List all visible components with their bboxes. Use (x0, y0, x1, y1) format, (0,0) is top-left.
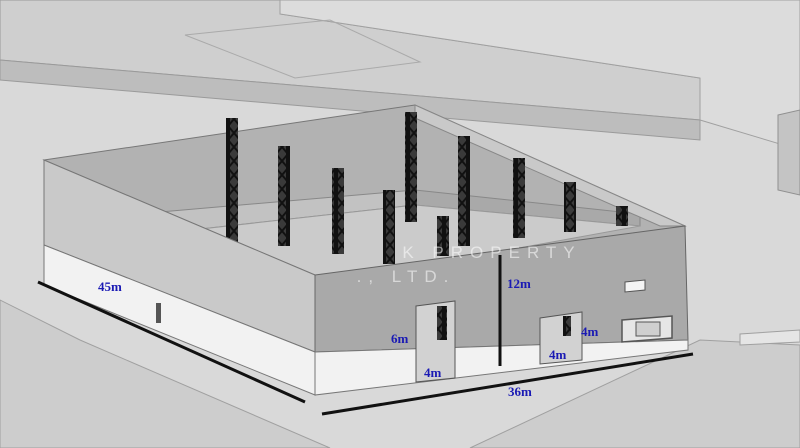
door-left-column (437, 306, 447, 340)
front-window (624, 279, 646, 293)
column-10 (437, 216, 449, 256)
dimension-labels: 45m 12m 6m 4m 4m 4m 36m (98, 276, 599, 399)
exterior-walls (43, 159, 689, 396)
front-road (0, 299, 331, 448)
door-right-column (563, 316, 571, 336)
column-7 (513, 158, 525, 238)
dimension-lines (37, 255, 694, 416)
column-2 (278, 146, 290, 246)
column-4 (383, 190, 395, 264)
neighbor-building-face (0, 59, 701, 141)
column-8 (564, 182, 576, 232)
column-6 (458, 136, 470, 246)
watermark-line2: ., LTD. (357, 267, 456, 286)
column-5 (405, 112, 417, 222)
site-outline (184, 19, 422, 79)
label-length-front: 36m (508, 384, 532, 399)
label-door-left-width: 4m (424, 365, 442, 380)
label-door-left-height: 6m (391, 331, 409, 346)
label-length-side: 45m (98, 279, 122, 294)
column-9 (616, 206, 628, 226)
side-wall-vent (156, 303, 161, 323)
neighbor-building-right (777, 109, 800, 196)
label-door-right-height: 4m (549, 347, 567, 362)
label-door-right-width: 4m (581, 324, 599, 339)
dimension-line-front (321, 352, 694, 416)
front-plinth (739, 329, 800, 346)
door-right (539, 311, 583, 365)
front-openings (415, 279, 673, 383)
columns (226, 112, 628, 264)
label-height-wall: 12m (507, 276, 531, 291)
dimension-line-side (37, 280, 306, 404)
watermark: K PROPERTY ., LTD. (357, 243, 581, 286)
column-3 (332, 168, 344, 254)
watermark-line1: K PROPERTY (402, 243, 581, 262)
column-1 (226, 118, 238, 250)
front-bay-inner (635, 321, 661, 337)
neighbor-building-top (279, 0, 800, 151)
